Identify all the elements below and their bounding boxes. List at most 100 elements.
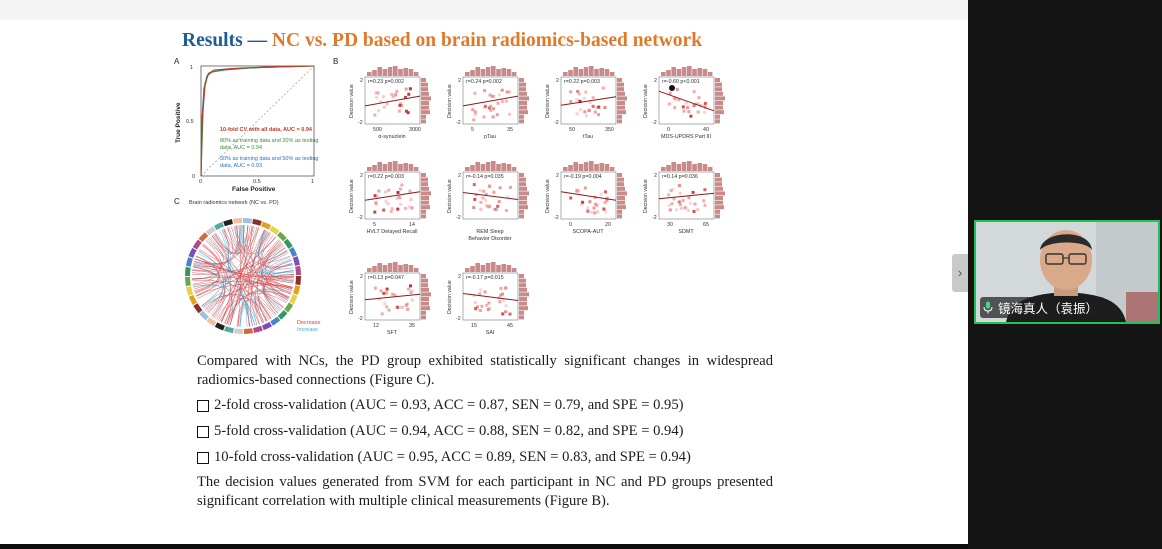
scatter-point: [380, 312, 384, 316]
scatter-point: [377, 189, 381, 193]
scatter-point: [375, 91, 379, 95]
scatter-point: [586, 206, 590, 210]
scatter-point: [677, 200, 681, 204]
roc-legend-50-50: 50% as training data and 50% as testing …: [220, 156, 319, 169]
histogram-bar: [609, 72, 615, 76]
histogram-bar: [519, 214, 524, 219]
chord-link: [231, 226, 293, 288]
scatter-point: [569, 100, 573, 103]
histogram-bar: [661, 167, 666, 171]
scatter-point: [586, 209, 590, 213]
histogram-bar: [475, 162, 480, 171]
scatter-point: [604, 190, 607, 194]
scatter-point: [683, 206, 687, 210]
xtick: 500: [373, 127, 382, 133]
histogram-bar: [465, 167, 470, 171]
histogram-bar: [421, 315, 426, 320]
slide-title: Results — NC vs. PD based on brain radio…: [182, 30, 702, 52]
roc-ytick-1: 1: [190, 65, 193, 71]
scatter-point: [406, 111, 410, 115]
scatter-point: [484, 198, 488, 202]
checkbox-icon: [197, 451, 209, 464]
xtick: 50: [569, 127, 575, 133]
legend-decrease: Decrease: [297, 320, 321, 326]
chord-link: [247, 229, 266, 327]
histogram-bar: [671, 67, 676, 76]
scatter-point: [668, 102, 672, 106]
scatter-point: [409, 284, 412, 288]
regression-line: [364, 191, 421, 201]
histogram-bar: [676, 69, 682, 76]
scatter-point: [382, 105, 386, 109]
histogram-bar: [421, 78, 426, 82]
scatter-point: [684, 101, 688, 105]
roc-axes-frame: [200, 65, 315, 177]
y-axis-label: Decision value: [349, 179, 355, 213]
histogram-bar: [470, 70, 475, 76]
chord-ring: [185, 218, 301, 334]
scatter-point: [696, 208, 700, 211]
xtick: 45: [507, 323, 513, 329]
roc-xtick-05: 0.5: [253, 179, 261, 185]
histogram-bar: [421, 301, 429, 306]
scatter-point: [501, 298, 505, 302]
histogram-bar: [470, 165, 475, 171]
chord-link: [194, 258, 219, 293]
histogram-bar: [583, 162, 589, 171]
chord-segment: [261, 321, 272, 331]
roc-ytick-05: 0.5: [186, 119, 194, 125]
roc-xtick-0: 0: [199, 179, 202, 185]
histogram-bar: [421, 91, 429, 96]
chord-link: [198, 251, 253, 327]
collapse-panel-button[interactable]: ›: [952, 254, 968, 292]
histogram-bar: [519, 78, 524, 82]
histogram-bar: [367, 268, 372, 272]
scatter-point: [673, 97, 677, 101]
scatter-point: [667, 203, 671, 207]
scatter-point: [395, 89, 399, 93]
histogram-bar: [599, 163, 604, 171]
scatter-point: [409, 198, 413, 202]
slide-title-main: NC vs. PD based on brain radiomics-based…: [271, 30, 703, 51]
scatter-point: [485, 303, 489, 307]
ytick: 2: [556, 173, 559, 179]
chord-link: [214, 233, 231, 323]
histogram-bar: [421, 306, 430, 311]
scatter-point: [688, 201, 692, 205]
histogram-bar: [661, 72, 666, 76]
histogram-bar: [421, 278, 428, 283]
chord-segment: [186, 286, 194, 296]
scatter-point: [404, 87, 408, 91]
histogram-bar: [519, 205, 528, 210]
histogram-bar: [491, 66, 496, 76]
ytick: -2: [358, 120, 363, 126]
correlation-stat: r=0.24 p=0.002: [466, 79, 502, 85]
scatter-point: [601, 86, 605, 90]
scatter-point: [382, 291, 386, 295]
histogram-bar: [519, 310, 524, 315]
scatter-point: [508, 312, 512, 316]
scatter-point: [484, 203, 488, 207]
histogram-bar: [519, 287, 527, 292]
scatter-point: [678, 191, 682, 195]
ytick: -2: [358, 215, 363, 221]
x-axis-label: pTau: [484, 134, 496, 140]
scatter-point: [373, 210, 377, 214]
histogram-bar: [480, 69, 486, 76]
roc-xlabel: False Positive: [232, 186, 276, 193]
xtick: 0: [667, 127, 670, 133]
scatter-point: [390, 92, 394, 96]
xtick: 40: [703, 127, 709, 133]
ytick: 2: [654, 78, 657, 84]
ytick: 2: [360, 274, 363, 280]
histogram-bar: [671, 162, 676, 171]
chord-segment: [289, 294, 298, 305]
histogram-bar: [599, 68, 604, 76]
participant-video-tile[interactable]: 镜海真人（袁振）: [974, 220, 1160, 324]
y-axis-label: Decision value: [643, 84, 649, 118]
scatter-point: [589, 210, 593, 214]
histogram-bar: [702, 69, 708, 76]
ytick: 2: [458, 173, 461, 179]
histogram-bar: [506, 164, 512, 171]
